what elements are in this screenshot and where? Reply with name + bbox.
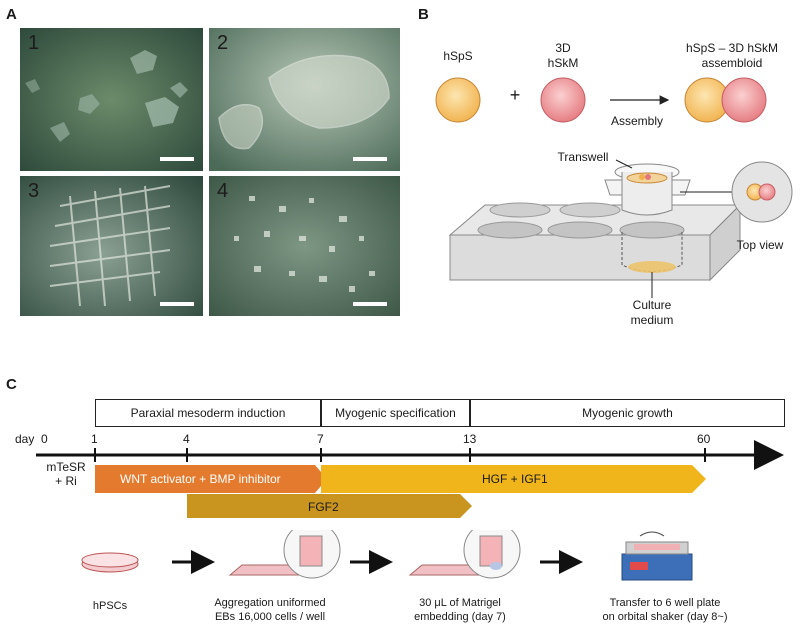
tick-60: 60 [697, 432, 711, 446]
micrograph-2-scale-bar [353, 157, 387, 161]
micrograph-4-number: 4 [217, 180, 229, 202]
top-view-label: Top view [736, 238, 784, 252]
micrograph-2-number: 2 [217, 32, 229, 54]
step-matrigel-line1: 30 μL of Matrigel [419, 597, 501, 609]
skm-label-line1: 3D [555, 41, 571, 55]
start-condition-line1: mTeSR [46, 460, 86, 474]
transwell-label: Transwell [557, 150, 609, 164]
assembloid-label-line1: hSpS – 3D hSkM [685, 41, 779, 55]
bar-wnt-bmp [95, 465, 327, 493]
phase-paraxial-mesoderm-induction: Paraxial mesoderm induction [95, 399, 321, 427]
tick-7: 7 [317, 432, 324, 446]
start-condition-line2: + Ri [55, 474, 77, 488]
bar-hgf-igf1-label: HGF + IGF1 [482, 472, 548, 486]
protocol-steps-illustration [81, 530, 693, 581]
micrograph-4: 4 [209, 176, 400, 316]
bar-fgf2 [187, 494, 472, 518]
culture-medium-line1: Culture [632, 298, 672, 312]
step-aggregation-line2: EBs 16,000 cells / well [214, 611, 326, 623]
skm-sphere [540, 77, 586, 123]
phase-myogenic-specification: Myogenic specification [321, 399, 470, 427]
micrograph-4-scale-bar [353, 302, 387, 306]
tick-4: 4 [183, 432, 190, 446]
hsps-sphere [435, 77, 481, 123]
hsps-label: hSpS [443, 49, 473, 63]
tick-0: 0 [41, 432, 48, 446]
micrograph-1: 1 [20, 28, 203, 171]
micrograph-4-image [209, 176, 400, 316]
skm-label-line2: hSkM [547, 56, 579, 70]
phase-myogenic-growth: Myogenic growth [470, 399, 785, 427]
culture-medium-line2: medium [630, 313, 674, 327]
assembly-label: Assembly [610, 114, 663, 128]
assembloid-label-line2: assembloid [701, 56, 763, 70]
step-aggregation-line1: Aggregation uniformed [214, 597, 326, 609]
timeline [36, 440, 784, 518]
micrograph-3-number: 3 [28, 180, 40, 202]
micrograph-1-scale-bar [160, 157, 194, 161]
micrograph-2-image [209, 28, 400, 171]
step-matrigel-line2: embedding (day 7) [414, 611, 506, 623]
well-plate-front [449, 234, 711, 281]
plus-sign: + [509, 85, 521, 105]
bar-hgf-igf1 [321, 465, 706, 493]
bar-wnt-bmp-label: WNT activator + BMP inhibitor [120, 472, 281, 486]
micrograph-3-image [20, 176, 203, 316]
panel-c-letter: C [6, 376, 17, 393]
micrograph-2: 2 [209, 28, 400, 171]
assembloid-skm [721, 77, 767, 123]
day-prefix: day [15, 432, 35, 446]
tick-1: 1 [91, 432, 98, 446]
step-hpscs-line1: hPSCs [92, 600, 128, 612]
panel-a-letter: A [6, 6, 17, 23]
micrograph-1-image [20, 28, 203, 171]
micrograph-3: 3 [20, 176, 203, 316]
assembly-diagram [435, 77, 793, 298]
panel-b-letter: B [418, 6, 429, 23]
step-transfer-line1: Transfer to 6 well plate [609, 597, 721, 609]
culture-medium-fill [628, 261, 676, 273]
step-transfer-line2: on orbital shaker (day 8~) [602, 611, 728, 623]
tick-13: 13 [463, 432, 477, 446]
bar-fgf2-label: FGF2 [308, 500, 339, 514]
micrograph-3-scale-bar [160, 302, 194, 306]
micrograph-1-number: 1 [28, 32, 40, 54]
